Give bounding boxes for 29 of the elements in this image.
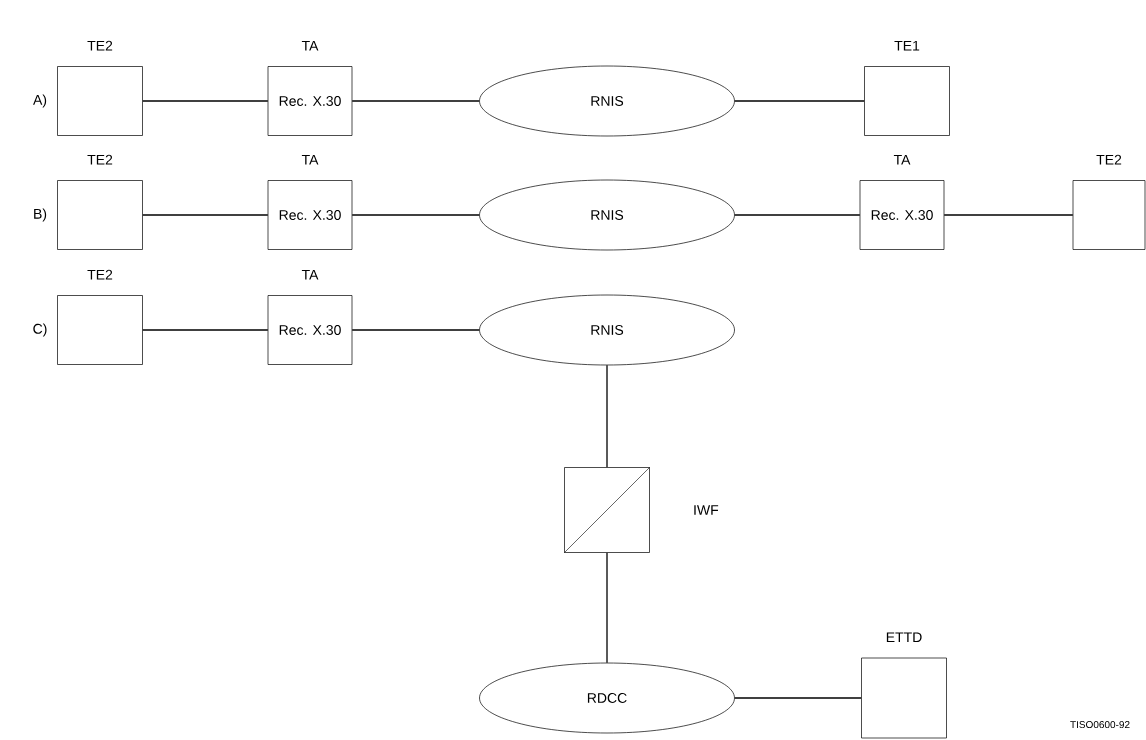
node-heading: TE2 [87,154,113,165]
terminal-box: Rec. X.30 [267,66,353,136]
connector-line [142,329,269,331]
connector-line [351,100,480,102]
connector-line [606,552,608,664]
connector-line [606,364,608,468]
terminal-box: Rec. X.30 [859,180,945,250]
node-heading: TE2 [87,269,113,280]
node-heading: TE2 [87,40,113,51]
connector-line [943,214,1074,216]
node-heading: TA [301,154,319,165]
node-heading: IWF [694,505,719,515]
node-label: RDCC [587,693,627,703]
node-heading: ETTD [886,632,922,642]
connector-line [142,100,269,102]
node-heading: TE2 [1096,154,1122,165]
node-heading: TA [893,154,911,165]
terminal-box: Rec. X.30 [267,180,353,250]
connector-line [351,329,480,331]
node-heading: TA [301,269,319,280]
connector-line [142,214,269,216]
connector-line [734,100,865,102]
node-heading: TA [301,40,319,51]
connector-line [734,214,861,216]
connector-line [351,214,480,216]
figure-code: TISO0600-92 [1070,721,1130,729]
node-heading: TE1 [894,40,920,51]
connector-line [734,697,862,699]
terminal-box: Rec. X.30 [267,295,353,365]
